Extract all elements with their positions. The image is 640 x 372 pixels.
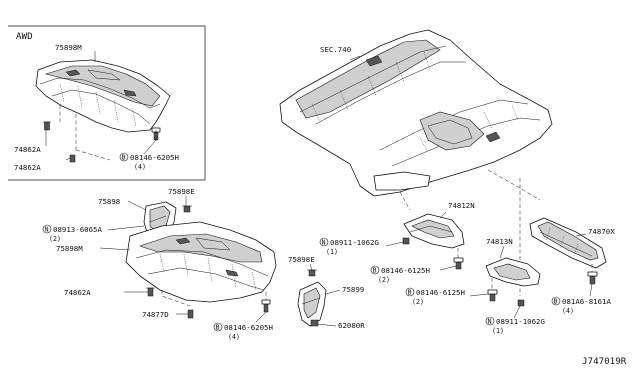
bolt-08146-6125H-2 [487, 289, 498, 302]
nut-n-symbol-2 [319, 237, 329, 247]
bolt-b-letter-3: B [373, 267, 377, 275]
nut-n-letter-2: N [322, 239, 326, 247]
bolt-b-symbol-4 [405, 287, 415, 297]
label-08913-6065A-qty: (2) [49, 235, 61, 243]
clip-75898E-1 [182, 205, 192, 213]
label-081A6-8161A-qty: (4) [562, 307, 574, 315]
bolt-08146-6125H-1 [453, 257, 464, 270]
awd-inset: AWD [8, 25, 206, 181]
label-75899: 75899 [342, 285, 364, 294]
label-08146-6205H-1-qty: (4) [134, 163, 146, 171]
clip-74877D [187, 309, 194, 319]
bolt-b-symbol-1 [119, 152, 129, 162]
label-08146-6125H-2: 08146-6125H [416, 288, 465, 297]
label-08146-6205H-1: 08146-6205H [130, 153, 179, 162]
bolt-b-symbol-3 [370, 265, 380, 275]
label-74862A-1: 74862A [14, 145, 41, 154]
label-74812N: 74812N [448, 201, 475, 210]
nut-n-symbol-1 [42, 224, 52, 234]
bolt-b-letter-4: B [408, 289, 412, 297]
awd-label: AWD [16, 31, 33, 42]
bolt-b-symbol-2 [213, 322, 223, 332]
clip-75898E-2 [307, 269, 317, 277]
nut-08911-1062G-2 [517, 299, 525, 307]
nut-62080R [310, 319, 319, 327]
nut-n-letter-3: N [488, 318, 492, 326]
undercover-panel-75898M [125, 221, 277, 303]
floor-panel [279, 29, 553, 197]
label-08911-1062G-1-qty: (1) [326, 248, 338, 256]
label-08913-6065A: 08913-6065A [53, 225, 102, 234]
label-08911-1062G-2-qty: (1) [492, 327, 504, 335]
label-74813N: 74813N [486, 237, 513, 246]
label-08146-6125H-1-qty: (2) [378, 276, 390, 284]
label-74862A-2: 74862A [14, 163, 41, 172]
label-08146-6205H-2-qty: (4) [228, 333, 240, 341]
label-08146-6125H-2-qty: (2) [412, 298, 424, 306]
bracket-74813N [485, 257, 541, 287]
bolt-b-letter-2: B [216, 324, 220, 332]
label-75898E-1: 75898E [168, 187, 195, 196]
label-08911-1062G-2: 08911-1062G [496, 317, 545, 326]
label-62080R: 62080R [338, 321, 365, 330]
label-081A6-8161A: 081A6-8161A [562, 297, 611, 306]
label-75898M: 75898M [56, 244, 83, 253]
bracket-75899 [297, 281, 327, 327]
label-08911-1062G-1: 08911-1062G [330, 238, 379, 247]
label-08146-6205H-2: 08146-6205H [224, 323, 273, 332]
label-sec-740: SEC.740 [320, 45, 351, 54]
nut-n-letter-1: N [45, 226, 49, 234]
label-74862A-3: 74862A [64, 288, 91, 297]
nut-n-symbol-3 [485, 316, 495, 326]
label-08146-6125H-1: 08146-6125H [381, 266, 430, 275]
bolt-081A6-8161A [587, 271, 598, 285]
label-75898: 75898 [98, 197, 120, 206]
bolt-b-symbol-5 [551, 296, 561, 306]
reinforcement-74870X [529, 217, 607, 269]
awd-clip-2 [69, 154, 76, 163]
bolt-08146-6205H-2 [261, 299, 271, 313]
bracket-74812N [403, 213, 465, 249]
label-74870X: 74870X [588, 227, 615, 236]
awd-undercover-panel [35, 59, 171, 133]
bolt-b-letter-1: B [122, 154, 126, 162]
diagram-id: J747019R [582, 356, 627, 367]
label-74877D: 74877D [142, 310, 169, 319]
nut-08911-1062G-1 [402, 237, 410, 245]
awd-clip-1 [43, 121, 51, 131]
label-75898M-awd: 75898M [55, 43, 82, 52]
label-75898E-2: 75898E [288, 255, 315, 264]
bolt-b-letter-5: B [554, 298, 558, 306]
